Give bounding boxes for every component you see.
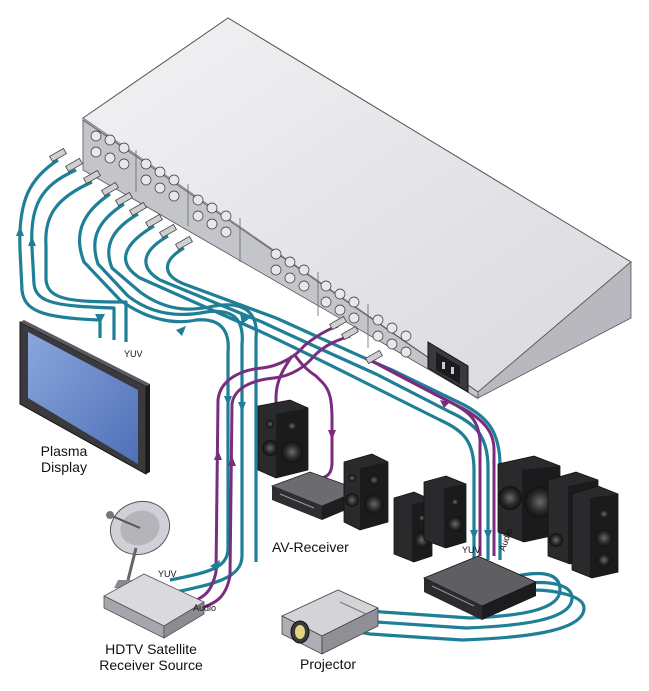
bnc-connectors [90, 130, 412, 358]
hdtv-receiver-box [103, 573, 205, 639]
audio-flow-arrows [214, 400, 450, 466]
plasma-display-label: Plasma Display [16, 443, 112, 475]
plasma-display [19, 320, 150, 475]
connector-wall-large [82, 119, 479, 399]
amplifier [423, 555, 537, 620]
hdtv-video-signal-label: YUV [158, 569, 177, 579]
panel-dividers [135, 150, 369, 348]
cable-plugs [49, 147, 383, 365]
plasma-display-label-line1: Plasma [40, 443, 88, 459]
av-receiver-label: AV-Receiver [272, 539, 349, 555]
hdtv-receiver-label: HDTV Satellite Receiver Source [76, 641, 226, 673]
amplifier-video-signal-label: YUV [462, 545, 481, 555]
speakers-av [257, 399, 389, 531]
audio-cables [185, 324, 496, 612]
satellite-dish [106, 501, 171, 588]
hdtv-receiver-label-line2: Receiver Source [99, 656, 203, 673]
flow-arrows [16, 226, 492, 570]
projector-label: Projector [300, 656, 357, 672]
hdtv-receiver-label-line1: HDTV Satellite [105, 641, 197, 657]
plasma-display-label-line2: Display [41, 458, 87, 475]
plasma-signal-label: YUV [124, 349, 143, 359]
projector [281, 589, 379, 655]
hdtv-audio-signal-label: Audio [193, 603, 217, 613]
power-inlet [427, 341, 469, 393]
speakers-surround [393, 455, 619, 579]
